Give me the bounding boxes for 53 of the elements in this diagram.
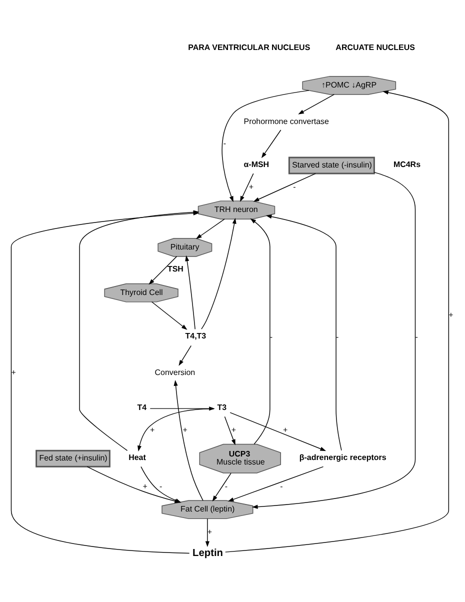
node-text: T3 (217, 402, 227, 412)
edge-label: - (223, 138, 226, 148)
node-text: Leptin (192, 548, 224, 559)
arrow (228, 466, 324, 501)
edge-label: - (224, 481, 228, 490)
node-text: Conversion (154, 367, 196, 376)
arrow (250, 218, 270, 444)
arrow (148, 256, 178, 284)
arrow (298, 94, 334, 114)
arrow (253, 172, 316, 202)
arrow (151, 301, 188, 330)
edge-label: - (280, 481, 283, 490)
node-text: T4,T3 (185, 331, 206, 340)
arrow (252, 171, 416, 508)
arrow (240, 172, 254, 202)
arrow (185, 254, 196, 330)
node-box: Fed state (+insulin) (36, 449, 110, 467)
edge-label: - (336, 332, 339, 341)
node-text: β-adrenergic receptors (299, 452, 386, 462)
edge-label: + (11, 367, 16, 376)
edge-label: TSH (167, 264, 184, 273)
node-text: Heat (128, 452, 146, 462)
node-text: T4 (137, 402, 147, 412)
arrow (196, 218, 225, 239)
arrow (225, 90, 450, 552)
label: ARCUATE NUCLEUS (336, 42, 415, 52)
arrow (222, 90, 310, 202)
arrow (212, 472, 232, 501)
edge-label: + (142, 481, 148, 490)
node-text: α-MSH (244, 159, 270, 168)
label: PARA VENTRICULAR NUCLEUS (188, 42, 310, 52)
edge-label: - (159, 481, 162, 490)
arrow (230, 412, 326, 450)
node-text: Prohormone convertase (244, 116, 329, 126)
edge-label: - (293, 182, 296, 191)
node-box: Starved state (-insulin) (288, 156, 375, 174)
edge-label: + (231, 424, 236, 434)
arrow (224, 416, 236, 445)
arrow (138, 408, 214, 451)
edge-label: - (415, 332, 418, 341)
edge-label: + (150, 424, 155, 434)
arrow (205, 518, 210, 547)
arrow (261, 129, 282, 158)
edge-label: + (248, 182, 254, 191)
arrow (178, 344, 192, 366)
arrow (174, 379, 204, 500)
arrow (266, 214, 342, 450)
edge-label: + (182, 424, 188, 434)
edge-label: + (283, 424, 288, 434)
edge-label: - (270, 332, 273, 341)
arrow (201, 217, 236, 329)
edge-label: + (448, 310, 454, 320)
label: MC4Rs (393, 159, 421, 168)
